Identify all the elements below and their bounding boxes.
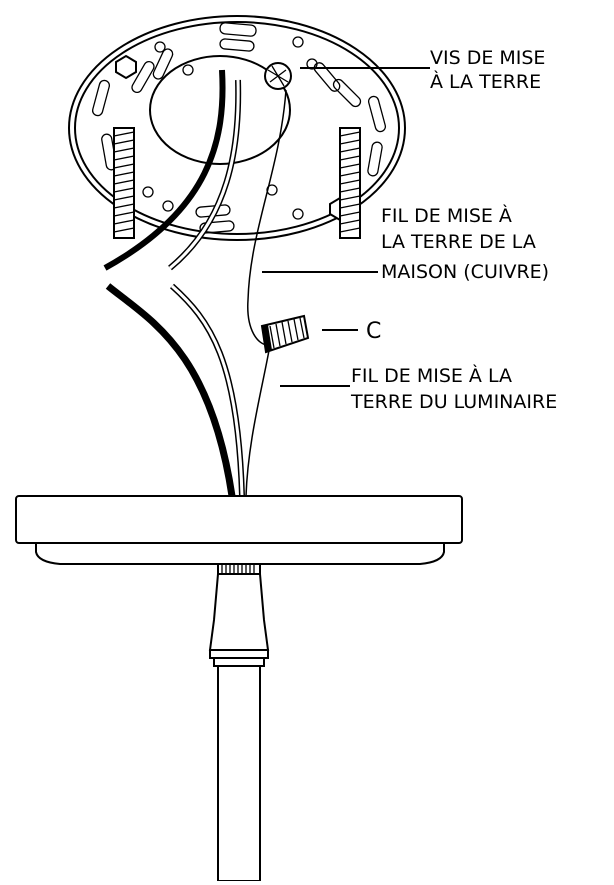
label-fixture-ground-wire: FIL DE MISE À LA TERRE DU LUMINAIRE xyxy=(350,364,557,413)
svg-text:FIL DE MISE À LA: FIL DE MISE À LA xyxy=(351,364,512,387)
svg-text:MAISON (CUIVRE): MAISON (CUIVRE) xyxy=(381,261,549,283)
svg-text:À LA TERRE: À LA TERRE xyxy=(430,70,541,93)
label-ground-screw: VIS DE MISE À LA TERRE xyxy=(430,47,545,93)
hex-nut-left xyxy=(115,54,137,80)
house-wires xyxy=(103,69,287,346)
fixture-wires xyxy=(105,283,271,497)
threaded-stud-left xyxy=(113,127,135,239)
down-rod xyxy=(208,563,270,882)
svg-text:FIL DE MISE À: FIL DE MISE À xyxy=(381,204,512,227)
leader-lines xyxy=(262,67,430,387)
ground-screw xyxy=(264,62,292,90)
svg-text:VIS DE MISE: VIS DE MISE xyxy=(430,47,545,69)
label-house-ground-wire: FIL DE MISE À LA TERRE DE LA MAISON (CUI… xyxy=(381,204,549,283)
svg-text:TERRE DU LUMINAIRE: TERRE DU LUMINAIRE xyxy=(350,391,557,413)
bracket-holes xyxy=(142,36,318,220)
label-connector: C xyxy=(366,319,381,344)
threaded-stud-right xyxy=(339,127,361,239)
canopy xyxy=(15,495,463,565)
wire-connector xyxy=(260,314,310,354)
svg-text:LA TERRE DE LA: LA TERRE DE LA xyxy=(381,231,536,253)
